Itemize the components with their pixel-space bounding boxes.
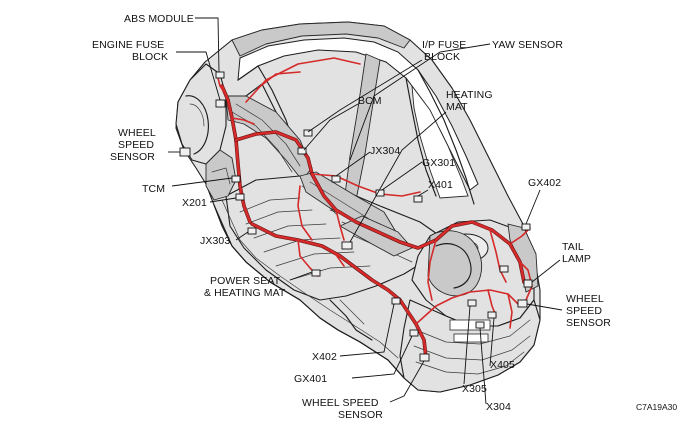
label-heating-mat-1: HEATING — [446, 89, 493, 101]
label-power-seat-1: POWER SEAT — [210, 275, 281, 287]
connector-yaw-rear — [499, 265, 509, 273]
label-x304: X304 — [486, 401, 511, 413]
connector-x305 — [467, 299, 477, 307]
label-gx401: GX401 — [294, 373, 327, 385]
leader-lines — [168, 17, 563, 405]
connector-x405 — [487, 311, 497, 319]
label-ip-fuse-block-2: BLOCK — [424, 51, 460, 63]
connector-x401 — [413, 195, 423, 203]
connector-bcm — [297, 147, 307, 155]
connector-wheel-speed-bottom — [419, 353, 430, 362]
label-heating-mat-2: MAT — [446, 101, 468, 113]
label-x402: X402 — [312, 351, 337, 363]
harness-floor — [310, 172, 438, 250]
label-ip-fuse-block-1: I/P FUSE — [422, 39, 466, 51]
label-jx304: JX304 — [370, 145, 400, 157]
label-wheel-speed-bottom-1: WHEEL SPEED — [302, 397, 379, 409]
label-yaw-sensor: YAW SENSOR — [492, 39, 563, 51]
connector-gx301 — [375, 189, 385, 197]
harness-ip-branch — [234, 130, 314, 176]
connector-heating-mat — [341, 241, 353, 250]
rear-panel-details — [413, 319, 531, 375]
figure-code: C7A19A30 — [636, 402, 677, 412]
label-engine-fuse-block-1: ENGINE FUSE — [92, 39, 164, 51]
harness-front-trunk — [220, 84, 252, 224]
label-wheel-speed-right-2: SPEED — [566, 305, 602, 317]
connector-tcm — [231, 175, 241, 183]
connector-wheel-speed-rear — [517, 299, 528, 308]
connector-gx401 — [409, 329, 419, 337]
label-wheel-speed-bottom-2: SENSOR — [338, 409, 383, 421]
label-gx402: GX402 — [528, 177, 561, 189]
label-bcm: BCM — [358, 95, 382, 107]
seat-crossmember — [339, 215, 413, 257]
connector-jx304 — [331, 175, 341, 183]
label-gx301: GX301 — [422, 157, 455, 169]
connector-ip-fuse — [303, 129, 313, 137]
labels: ABS MODULE ENGINE FUSE BLOCK I/P FUSE BL… — [92, 13, 677, 421]
connectors — [179, 71, 533, 362]
connector-engine-fuse — [215, 99, 226, 108]
front-fender — [175, 63, 227, 165]
connector-x201 — [235, 193, 245, 201]
connector-x402 — [391, 297, 401, 305]
connector-power-seat — [311, 269, 321, 277]
connector-wheel-speed-front — [179, 147, 191, 157]
label-x305: X305 — [462, 383, 487, 395]
label-tail-lamp-2: LAMP — [562, 253, 591, 265]
label-jx303: JX303 — [200, 235, 230, 247]
label-engine-fuse-block-2: BLOCK — [132, 51, 168, 63]
label-x201: X201 — [182, 197, 207, 209]
label-power-seat-2: & HEATING MAT — [204, 287, 286, 299]
connector-abs — [215, 71, 225, 79]
front-strut-tower — [205, 149, 237, 201]
connector-x304 — [475, 321, 485, 329]
label-wheel-speed-front-3: SENSOR — [110, 151, 155, 163]
label-wheel-speed-front-2: SPEED — [118, 139, 154, 151]
label-wheel-speed-front-1: WHEEL — [118, 127, 156, 139]
label-wheel-speed-right-1: WHEEL — [566, 293, 604, 305]
connector-jx303 — [247, 227, 257, 235]
rear-quarter-window — [411, 84, 469, 199]
label-wheel-speed-right-3: SENSOR — [566, 317, 611, 329]
connector-tail-lamp — [523, 279, 533, 288]
rocker-sill — [213, 204, 405, 379]
label-tail-lamp-1: TAIL — [562, 241, 584, 253]
label-x401: X401 — [428, 179, 453, 191]
roof-rail-left — [231, 21, 411, 57]
label-tcm: TCM — [142, 183, 165, 195]
harness-floor-lower — [250, 222, 402, 302]
label-x405: X405 — [490, 359, 515, 371]
label-abs-module: ABS MODULE — [124, 13, 194, 25]
vehicle-body — [175, 21, 541, 393]
connector-gx402 — [521, 223, 531, 231]
c-pillar — [417, 69, 475, 205]
wiring-harness — [217, 57, 533, 360]
